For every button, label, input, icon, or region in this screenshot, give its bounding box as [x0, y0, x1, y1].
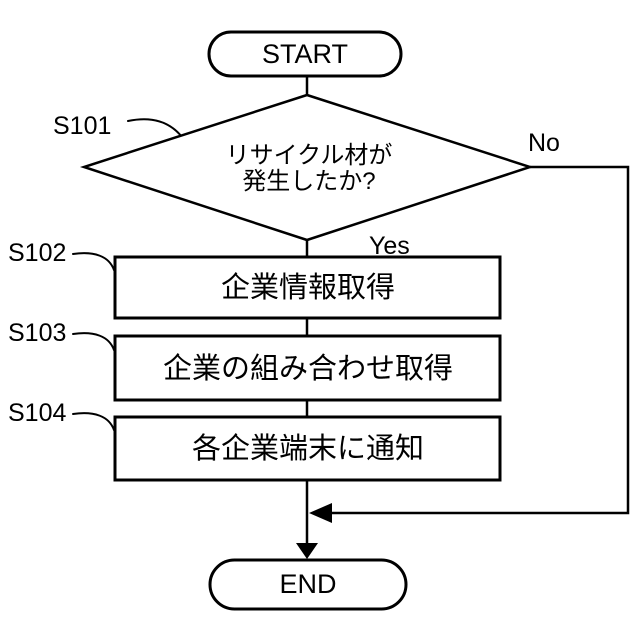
- process1-node: 企業情報取得: [113, 255, 502, 320]
- start-node: START: [207, 30, 403, 78]
- end-down-arrowhead-icon: [296, 543, 318, 559]
- step-label-s102: S102: [8, 239, 66, 267]
- end-node: END: [208, 558, 408, 611]
- decision-label-line2: 発生したか?: [242, 168, 375, 195]
- s102-leader-line: [72, 252, 115, 271]
- s101-leader-line: [127, 118, 183, 138]
- step-label-s101: S101: [53, 112, 111, 140]
- start-terminal-shape: [207, 30, 403, 78]
- no-branch-label: No: [528, 129, 560, 157]
- decision-label-line1: リサイクル材が: [226, 142, 393, 169]
- merge-left-arrowhead-icon: [309, 503, 332, 523]
- step-label-s103: S103: [8, 319, 66, 347]
- process1-box: [113, 255, 502, 320]
- step-label-s104: S104: [8, 399, 66, 427]
- s103-leader-line: [72, 332, 115, 351]
- process3-box: [113, 415, 502, 482]
- process2-node: 企業の組み合わせ取得: [113, 334, 502, 402]
- decision-node: リサイクル材が 発生したか?: [79, 93, 535, 242]
- start-label: START: [262, 39, 348, 69]
- process3-node: 各企業端末に通知: [113, 415, 502, 482]
- process2-label: 企業の組み合わせ取得: [163, 352, 453, 385]
- process1-label: 企業情報取得: [221, 271, 395, 304]
- decision-diamond-shape: [79, 93, 535, 242]
- s104-leader-line: [72, 412, 115, 431]
- edge-no-branch: [332, 165, 630, 515]
- process3-label: 各企業端末に通知: [192, 432, 424, 465]
- yes-branch-label: Yes: [369, 232, 410, 260]
- end-terminal-shape: [208, 558, 408, 611]
- process2-box: [113, 334, 502, 402]
- end-label: END: [279, 569, 336, 599]
